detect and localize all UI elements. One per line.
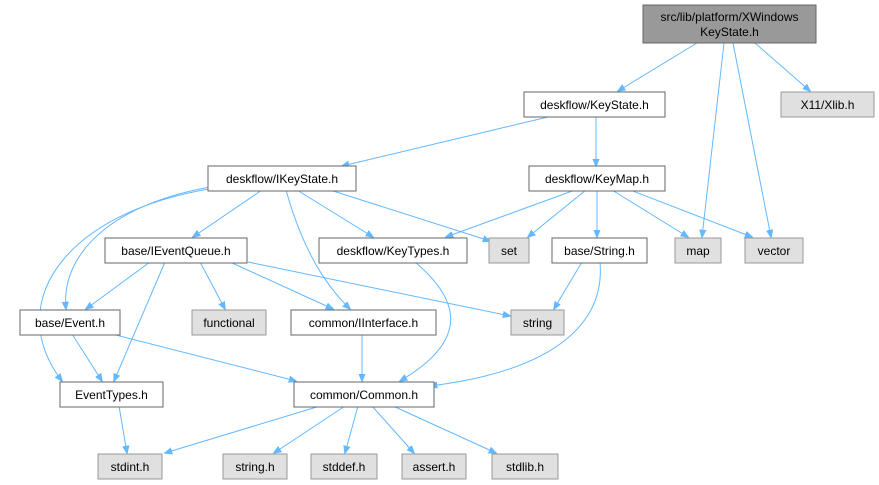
node-ieventqueue-label: base/IEventQueue.h [121, 244, 230, 258]
node-event[interactable]: base/Event.h [19, 309, 121, 336]
edge-ikeystate-ieventqueue [193, 189, 263, 237]
node-stdlib-label: stdlib.h [506, 460, 544, 474]
edge-keymap-keytypes [446, 189, 576, 237]
edge-keytypes-common [400, 261, 452, 381]
edge-keymap-set [528, 189, 587, 237]
edge-event-common [111, 333, 296, 381]
node-stddef[interactable]: stddef.h [310, 453, 378, 480]
node-keystate-label: deskflow/KeyState.h [540, 98, 649, 112]
edge-common-stdlib [392, 405, 496, 453]
edge-stringh-string [554, 261, 583, 309]
edge-root-vector [732, 42, 771, 237]
node-keytypes[interactable]: deskflow/KeyTypes.h [318, 237, 468, 264]
node-assert[interactable]: assert.h [401, 453, 467, 480]
node-assert-label: assert.h [413, 460, 456, 474]
node-stdint-label: stdint.h [111, 460, 150, 474]
node-string-h-label: base/String.h [564, 244, 635, 258]
node-stddef-label: stddef.h [323, 460, 366, 474]
node-set-label: set [501, 244, 518, 258]
node-keymap[interactable]: deskflow/KeyMap.h [528, 165, 666, 192]
edge-ikeystate-iinterface [285, 189, 350, 309]
edge-root-keystate [618, 42, 698, 91]
edge-ikeystate-event [66, 182, 241, 309]
node-event-label: base/Event.h [35, 316, 105, 330]
node-root-line-2: KeyState.h [700, 25, 759, 39]
node-iinterface-label: common/IInterface.h [309, 316, 418, 330]
edge-stringh-common [430, 261, 601, 386]
edge-keymap-map [611, 189, 688, 237]
edge-event-eventtypes [71, 333, 102, 381]
node-eventtypes[interactable]: EventTypes.h [59, 381, 164, 408]
node-ikeystate[interactable]: deskflow/IKeyState.h [207, 165, 357, 192]
node-stringh[interactable]: string.h [222, 453, 288, 480]
node-common[interactable]: common/Common.h [293, 381, 435, 408]
node-root-line-1: src/lib/platform/XWindows [660, 10, 798, 24]
edge-common-stddef [345, 405, 359, 453]
node-string-h[interactable]: base/String.h [551, 237, 648, 264]
edge-keymap-vector [624, 187, 752, 237]
node-stringh-label: string.h [235, 460, 274, 474]
edge-common-stdint [165, 405, 321, 453]
edge-root-xlib [754, 42, 810, 91]
node-keytypes-label: deskflow/KeyTypes.h [337, 244, 450, 258]
node-string-label: string [523, 316, 552, 330]
node-ieventqueue[interactable]: base/IEventQueue.h [104, 237, 248, 264]
edge-ikeystate-eventtypes [39, 185, 231, 381]
edge-root-map [702, 42, 725, 237]
node-functional[interactable]: functional [191, 309, 267, 336]
node-map-label: map [686, 244, 710, 258]
node-stdlib[interactable]: stdlib.h [491, 453, 559, 480]
node-set[interactable]: set [488, 237, 530, 264]
edge-eventtypes-stdint [118, 405, 127, 453]
edge-ieventqueue-eventtypes [114, 261, 166, 381]
edge-ieventqueue-event [86, 261, 151, 309]
node-xlib-label: X11/Xlib.h [801, 98, 855, 112]
edge-keystate-ikeystate [342, 116, 549, 166]
edge-ikeystate-set [329, 189, 490, 241]
edge-ieventqueue-iinterface [229, 261, 333, 309]
node-map[interactable]: map [674, 237, 722, 264]
node-common-label: common/Common.h [310, 388, 418, 402]
edge-common-stringh [274, 405, 346, 453]
node-ikeystate-label: deskflow/IKeyState.h [226, 172, 338, 186]
edge-common-assert [371, 405, 414, 453]
edge-ikeystate-keytypes [296, 189, 373, 237]
node-vector-label: vector [758, 244, 791, 258]
node-eventtypes-label: EventTypes.h [75, 388, 148, 402]
node-iinterface[interactable]: common/IInterface.h [290, 309, 437, 336]
node-keymap-label: deskflow/KeyMap.h [545, 172, 649, 186]
node-string[interactable]: string [510, 309, 565, 336]
node-xlib[interactable]: X11/Xlib.h [780, 91, 875, 118]
node-keystate[interactable]: deskflow/KeyState.h [523, 91, 666, 118]
node-root[interactable]: src/lib/platform/XWindows KeyState.h [642, 4, 817, 44]
edge-ieventqueue-string [247, 261, 510, 316]
edge-ieventqueue-functional [199, 261, 225, 309]
node-functional-label: functional [203, 316, 254, 330]
node-stdint[interactable]: stdint.h [97, 453, 163, 480]
node-vector[interactable]: vector [744, 237, 804, 264]
